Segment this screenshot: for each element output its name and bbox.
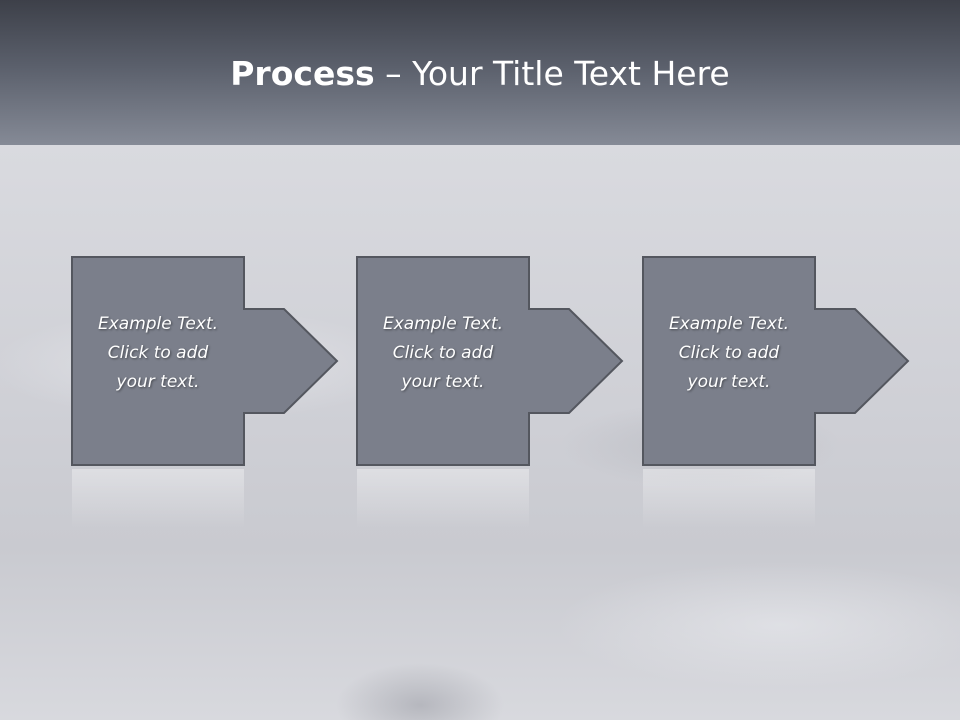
step-3-line-3: your text. xyxy=(687,372,771,392)
slide-title[interactable]: Process – Your Title Text Here xyxy=(0,52,960,96)
step-3-line-2: Click to add xyxy=(678,343,780,363)
step-3-reflection xyxy=(643,469,815,529)
step-1-line-2: Click to add xyxy=(107,343,209,363)
title-bar xyxy=(0,0,960,145)
step-1-reflection xyxy=(72,469,244,529)
process-step-1[interactable] xyxy=(71,256,339,529)
step-3-line-1: Example Text. xyxy=(668,314,790,334)
step-2-line-3: your text. xyxy=(401,372,485,392)
step-1-text[interactable]: Example Text. Click to add your text. xyxy=(72,310,244,397)
process-step-3[interactable] xyxy=(642,256,910,529)
step-2-line-1: Example Text. xyxy=(382,314,504,334)
step-2-line-2: Click to add xyxy=(392,343,494,363)
title-bold-part: Process xyxy=(230,54,375,93)
step-1-line-3: your text. xyxy=(116,372,200,392)
step-3-text[interactable]: Example Text. Click to add your text. xyxy=(643,310,815,397)
step-2-shape xyxy=(356,256,624,466)
step-1-line-1: Example Text. xyxy=(97,314,219,334)
process-step-2[interactable] xyxy=(356,256,624,529)
title-rest: – Your Title Text Here xyxy=(374,54,730,93)
step-2-text[interactable]: Example Text. Click to add your text. xyxy=(357,310,529,397)
step-2-reflection xyxy=(357,469,529,529)
step-1-shape xyxy=(71,256,339,466)
step-3-shape xyxy=(642,256,910,466)
